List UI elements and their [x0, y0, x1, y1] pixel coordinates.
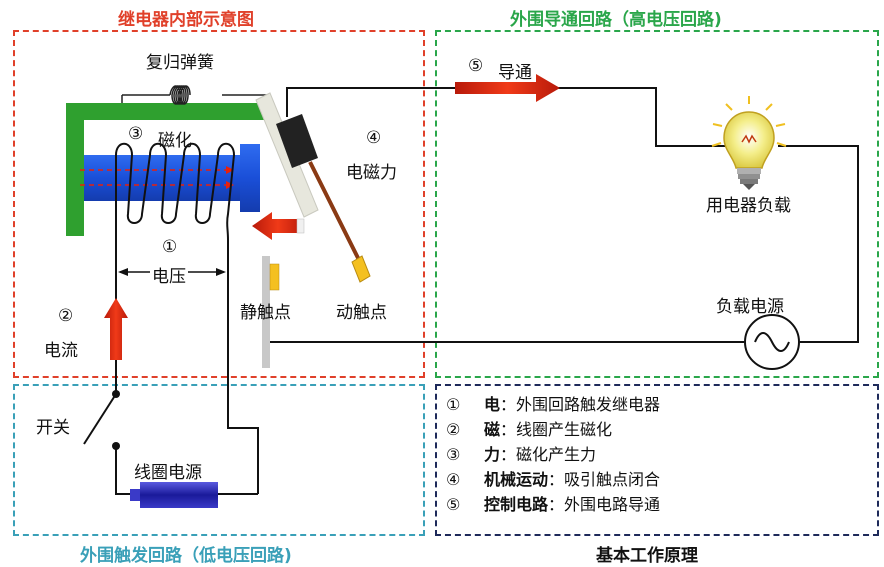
principle-term: 电 — [484, 395, 501, 414]
light-bulb-icon — [711, 96, 787, 190]
principle-separator: ： — [548, 470, 565, 489]
switch-label: 开关 — [36, 418, 70, 438]
principle-desc: 外围回路触发继电器 — [516, 395, 661, 414]
relay-internal-panel — [13, 30, 425, 378]
principle-term: 控制电路 — [484, 495, 549, 514]
principle-item: ③ 力：磁化产生力 — [446, 442, 660, 467]
principle-number: ② — [446, 420, 461, 439]
voltage-label: 电压 — [150, 262, 188, 287]
conduct-arrow — [455, 74, 560, 102]
relay-internal-title: 继电器内部示意图 — [118, 10, 254, 30]
principle-number: ④ — [446, 470, 461, 489]
magnetize-number: ③ — [128, 124, 144, 144]
principle-separator: ： — [500, 420, 517, 439]
principle-item: ② 磁：线圈产生磁化 — [446, 417, 660, 442]
force-label: 电磁力 — [346, 163, 397, 183]
armature — [255, 92, 371, 283]
principle-number: ③ — [446, 445, 461, 464]
external-circuit-title: 外围导通回路（高电压回路) — [510, 10, 722, 30]
spring-label: 复归弹簧 — [146, 53, 214, 73]
principle-desc: 外围电路导通 — [564, 495, 661, 514]
principle-item: ④ 机械运动：吸引触点闭合 — [446, 467, 660, 492]
principle-separator: ： — [500, 445, 517, 464]
trigger-circuit-panel — [13, 384, 425, 536]
static-contact — [262, 256, 280, 368]
principle-title: 基本工作原理 — [596, 546, 698, 566]
principle-item: ⑤ 控制电路：外围电路导通 — [446, 492, 660, 517]
principle-desc: 磁化产生力 — [516, 445, 597, 464]
force-number: ④ — [366, 128, 382, 148]
conduct-number: ⑤ — [468, 56, 484, 76]
current-number: ② — [58, 306, 74, 326]
ac-source-icon — [744, 314, 800, 370]
switch-contacts — [112, 390, 120, 450]
principle-separator: ： — [548, 495, 565, 514]
battery-icon — [130, 482, 218, 508]
voltage-number: ① — [162, 237, 178, 257]
principle-term: 力 — [484, 445, 501, 464]
return-spring — [121, 85, 269, 105]
yoke — [66, 103, 270, 236]
principle-term: 机械运动 — [484, 470, 549, 489]
principle-term: 磁 — [484, 420, 501, 439]
coil-power-label: 线圈电源 — [134, 463, 202, 483]
principle-number: ① — [446, 395, 461, 414]
static-contact-label: 静触点 — [240, 303, 291, 323]
load-power-label: 负载电源 — [716, 297, 784, 317]
external-circuit-wire — [270, 87, 859, 343]
principle-panel — [435, 384, 879, 536]
load-label: 用电器负载 — [706, 196, 791, 216]
principle-item: ① 电：外围回路触发继电器 — [446, 392, 660, 417]
principle-number: ⑤ — [446, 495, 461, 514]
current-label: 电流 — [44, 341, 78, 361]
principle-desc: 吸引触点闭合 — [564, 470, 661, 489]
external-circuit-panel — [435, 30, 879, 378]
force-arrow — [252, 212, 305, 240]
conduct-label: 导通 — [498, 63, 532, 83]
trigger-circuit-title: 外围触发回路（低电压回路) — [80, 546, 292, 566]
moving-contact-label: 动触点 — [336, 303, 387, 323]
principle-desc: 线圈产生磁化 — [516, 420, 613, 439]
trigger-circuit-wire — [83, 360, 258, 495]
principle-separator: ： — [500, 395, 517, 414]
coil-winding — [115, 142, 259, 494]
magnetize-label: 磁化 — [158, 131, 192, 151]
current-arrow — [104, 298, 128, 360]
